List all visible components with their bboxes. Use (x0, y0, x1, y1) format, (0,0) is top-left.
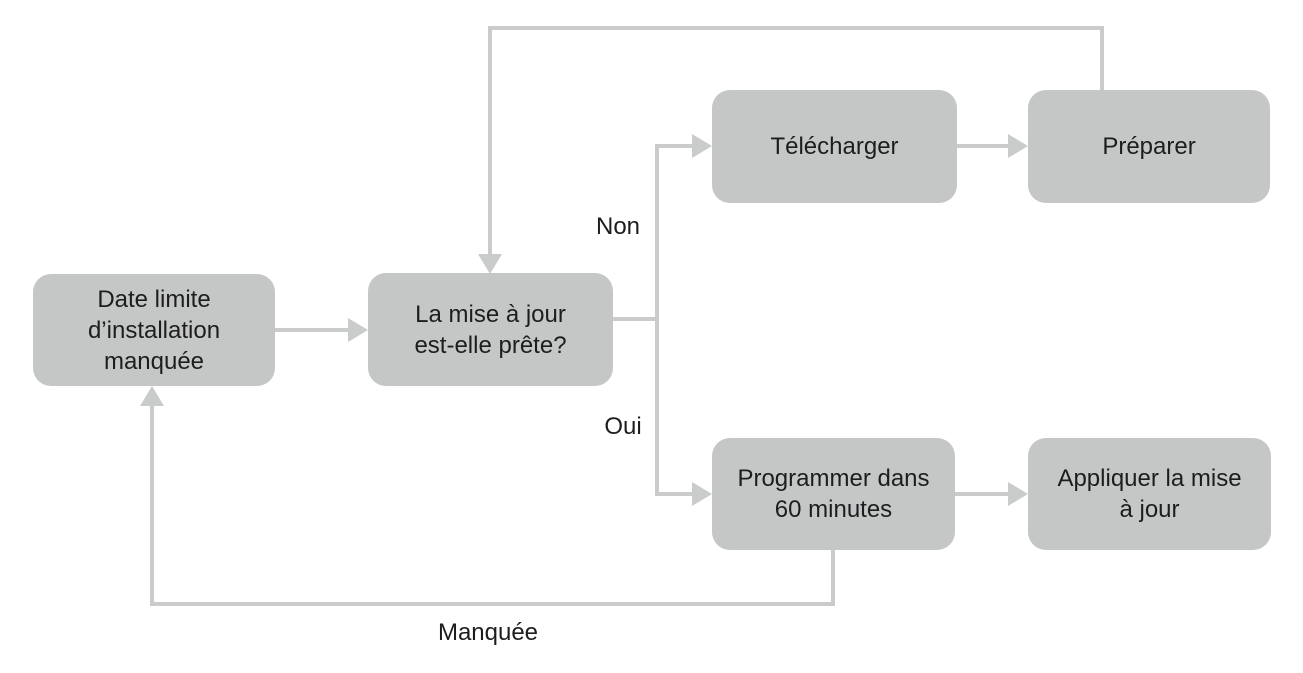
arrowhead-down-into-question (478, 254, 502, 274)
edge-prepare-loop-to-question (488, 26, 1104, 258)
arrowhead-into-prepare (1008, 134, 1028, 158)
node-apply-update-label: Appliquer la mise à jour (1057, 465, 1242, 523)
arrowhead-into-apply (1008, 482, 1028, 506)
arrowhead-into-schedule (692, 482, 712, 506)
edge-question-non-to-download (613, 144, 696, 321)
arrowhead-into-question (348, 318, 368, 342)
edge-label-non: Non (595, 213, 641, 240)
node-deadline-missed-label: Date limite d’installation manquée (87, 285, 221, 375)
arrowhead-up-into-deadline (140, 386, 164, 406)
node-deadline-missed: Date limite d’installation manquée (33, 274, 275, 386)
edge-schedule-manquee-to-deadline (150, 404, 835, 606)
node-update-ready-question: La mise à jour est-elle prête? (368, 273, 613, 386)
edge-label-manquee: Manquée (437, 619, 539, 646)
node-apply-update: Appliquer la mise à jour (1028, 438, 1271, 550)
node-prepare-label: Préparer (1102, 133, 1196, 160)
node-prepare: Préparer (1028, 90, 1270, 203)
node-schedule-60-minutes-label: Programmer dans 60 minutes (737, 465, 930, 523)
edge-question-oui-to-schedule (655, 319, 696, 496)
node-download-label: Télécharger (770, 133, 899, 160)
arrowhead-into-download (692, 134, 712, 158)
node-download: Télécharger (712, 90, 957, 203)
node-schedule-60-minutes: Programmer dans 60 minutes (712, 438, 955, 550)
node-update-ready-question-label: La mise à jour est-elle prête? (414, 300, 567, 359)
edge-label-oui: Oui (604, 413, 642, 440)
